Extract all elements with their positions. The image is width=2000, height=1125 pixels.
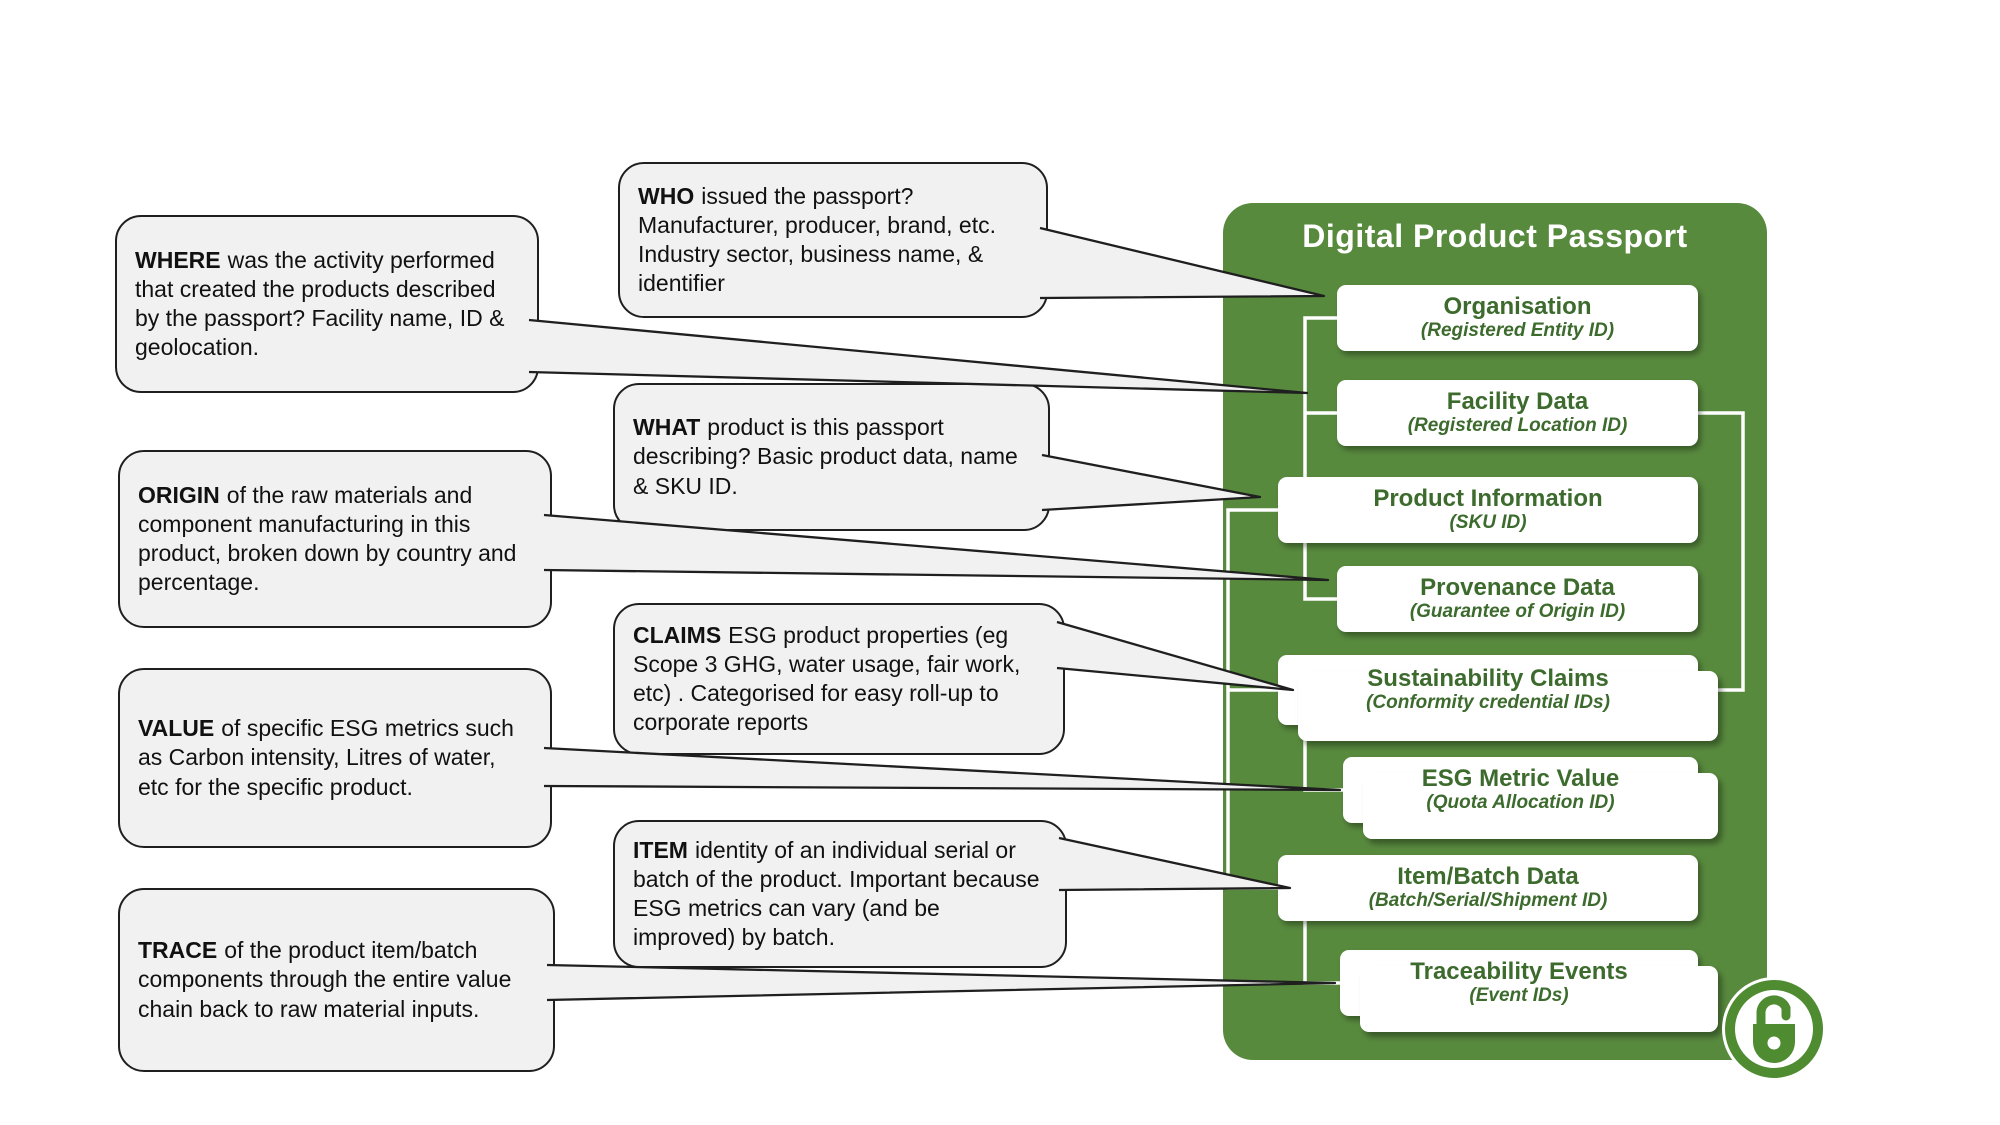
box-name: Organisation [1443,292,1592,320]
callout-body: of the product item/batch components thr… [138,937,512,1022]
dpp-box-facility-data: Facility Data (Registered Location ID) [1337,380,1698,446]
dpp-box-item-batch-data: Item/Batch Data (Batch/Serial/Shipment I… [1278,855,1698,921]
callout-body: identity of an individual serial or batc… [633,836,1040,951]
box-id: (Guarantee of Origin ID) [1409,601,1626,623]
box-name: Item/Batch Data [1397,862,1579,890]
box-id: (Registered Entity ID) [1420,320,1615,342]
callout-body: was the activity performed that created … [135,246,505,361]
tail-claims-to-sustainability [1056,620,1295,692]
callout-lead: ORIGIN [138,481,220,508]
callout-body: issued the passport? Manufacturer, produ… [638,182,996,297]
dpp-box-provenance-data: Provenance Data (Guarantee of Origin ID) [1337,566,1698,632]
tail-what-to-product [1041,453,1262,512]
connector-org-facility-provenance [1303,316,1337,601]
callout-lead: WHAT [633,414,701,441]
box-name: Product Information [1373,484,1603,512]
dpp-box-product-information: Product Information (SKU ID) [1278,477,1698,543]
dpp-box-organisation: Organisation (Registered Entity ID) [1337,285,1698,351]
tail-origin-to-provenance [543,513,1330,582]
box-name: Facility Data [1446,387,1589,415]
box-name: Traceability Events [1410,957,1628,985]
tail-trace-to-traceability [546,963,1337,1002]
lock-keyhole [1767,1036,1781,1050]
callout-lead: VALUE [138,715,215,742]
callout-lead: ITEM [633,836,688,863]
box-id: (Conformity credential IDs) [1366,692,1610,714]
tail-item-to-batch [1058,836,1292,892]
callout-lead: CLAIMS [633,621,722,648]
box-id: (Quota Allocation ID) [1426,792,1615,814]
tail-who-to-organisation [1039,226,1326,300]
callout-body: of specific ESG metrics such as Carbon i… [138,715,514,800]
connector-facility-claims-right [1698,411,1745,692]
box-id: (SKU ID) [1449,512,1527,534]
callout-body: of the raw materials and component manuf… [138,481,517,596]
dpp-box-esg-metric-value: ESG Metric Value (Quota Allocation ID) [1343,757,1718,839]
callout-body: ESG product properties (eg Scope 3 GHG, … [633,621,1021,736]
box-id: (Batch/Serial/Shipment ID) [1368,890,1608,912]
tail-value-to-esg [543,746,1342,792]
dpp-box-sustainability-claims: Sustainability Claims (Conformity creden… [1278,655,1718,741]
box-name: Provenance Data [1420,573,1615,601]
panel-title: Digital Product Passport [1302,218,1688,254]
callout-lead: WHO [638,182,695,209]
callout-body: product is this passport describing? Bas… [633,414,1018,499]
box-id: (Event IDs) [1469,985,1569,1007]
box-name: Sustainability Claims [1367,664,1609,692]
callout-lead: WHERE [135,246,221,273]
box-id: (Registered Location ID) [1407,415,1628,437]
callout-lead: TRACE [138,937,218,964]
box-name: ESG Metric Value [1421,764,1620,792]
tail-where-to-facility [528,318,1309,395]
lock-shackle [1756,995,1791,1029]
dpp-box-traceability-events: Traceability Events (Event IDs) [1340,950,1718,1032]
